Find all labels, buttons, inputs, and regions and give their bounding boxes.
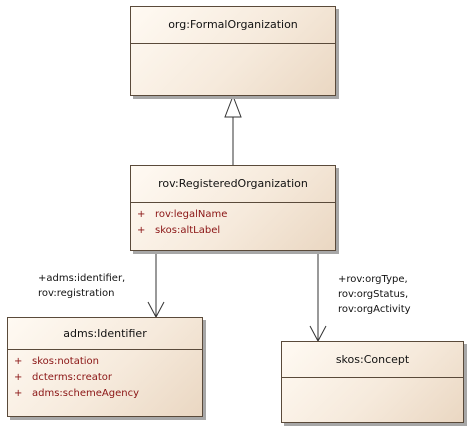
role-name: rov:orgActivity	[338, 304, 411, 315]
role-name: +adms:identifier,	[38, 273, 126, 284]
attribute-list: + rov:legalName + skos:altLabel	[131, 203, 335, 239]
role-name: rov:registration	[38, 288, 115, 299]
attribute-label: skos:altLabel	[155, 225, 221, 236]
attribute-label: rov:legalName	[155, 209, 228, 220]
role-name: +rov:orgType,	[338, 274, 408, 285]
role-name: rov:orgStatus,	[338, 289, 409, 300]
visibility-marker: +	[14, 388, 23, 399]
class-name: adms:Identifier	[8, 318, 202, 350]
concept-role-label: +rov:orgType, rov:orgStatus, rov:orgActi…	[338, 272, 411, 317]
class-name: rov:RegisteredOrganization	[131, 166, 335, 203]
attribute-label: skos:notation	[32, 356, 100, 367]
class-concept[interactable]: skos:Concept	[281, 341, 464, 423]
class-formal-organization[interactable]: org:FormalOrganization	[130, 6, 336, 96]
attribute-item: + dcterms:creator	[14, 370, 196, 386]
generalization-arrowhead	[224, 94, 242, 118]
class-identifier[interactable]: adms:Identifier + skos:notation + dcterms:…	[7, 317, 203, 417]
visibility-marker: +	[14, 372, 23, 383]
visibility-marker: +	[14, 356, 23, 367]
attribute-label: adms:schemeAgency	[32, 388, 139, 399]
attribute-list: + skos:notation + dcterms:creator + adms:sc…	[8, 350, 202, 402]
visibility-marker: +	[137, 225, 146, 236]
attribute-item: + adms:schemeAgency	[14, 386, 196, 402]
attribute-label: dcterms:creator	[32, 372, 112, 383]
attribute-item: + skos:notation	[14, 354, 196, 370]
visibility-marker: +	[137, 209, 146, 220]
class-registered-organization[interactable]: rov:RegisteredOrganization + rov:legalNam…	[130, 165, 336, 251]
attribute-item: + rov:legalName	[137, 207, 329, 223]
attribute-item: + skos:altLabel	[137, 223, 329, 239]
class-name: org:FormalOrganization	[131, 7, 335, 44]
class-name: skos:Concept	[282, 342, 463, 378]
identifier-role-label: +adms:identifier, rov:registration	[38, 271, 125, 301]
